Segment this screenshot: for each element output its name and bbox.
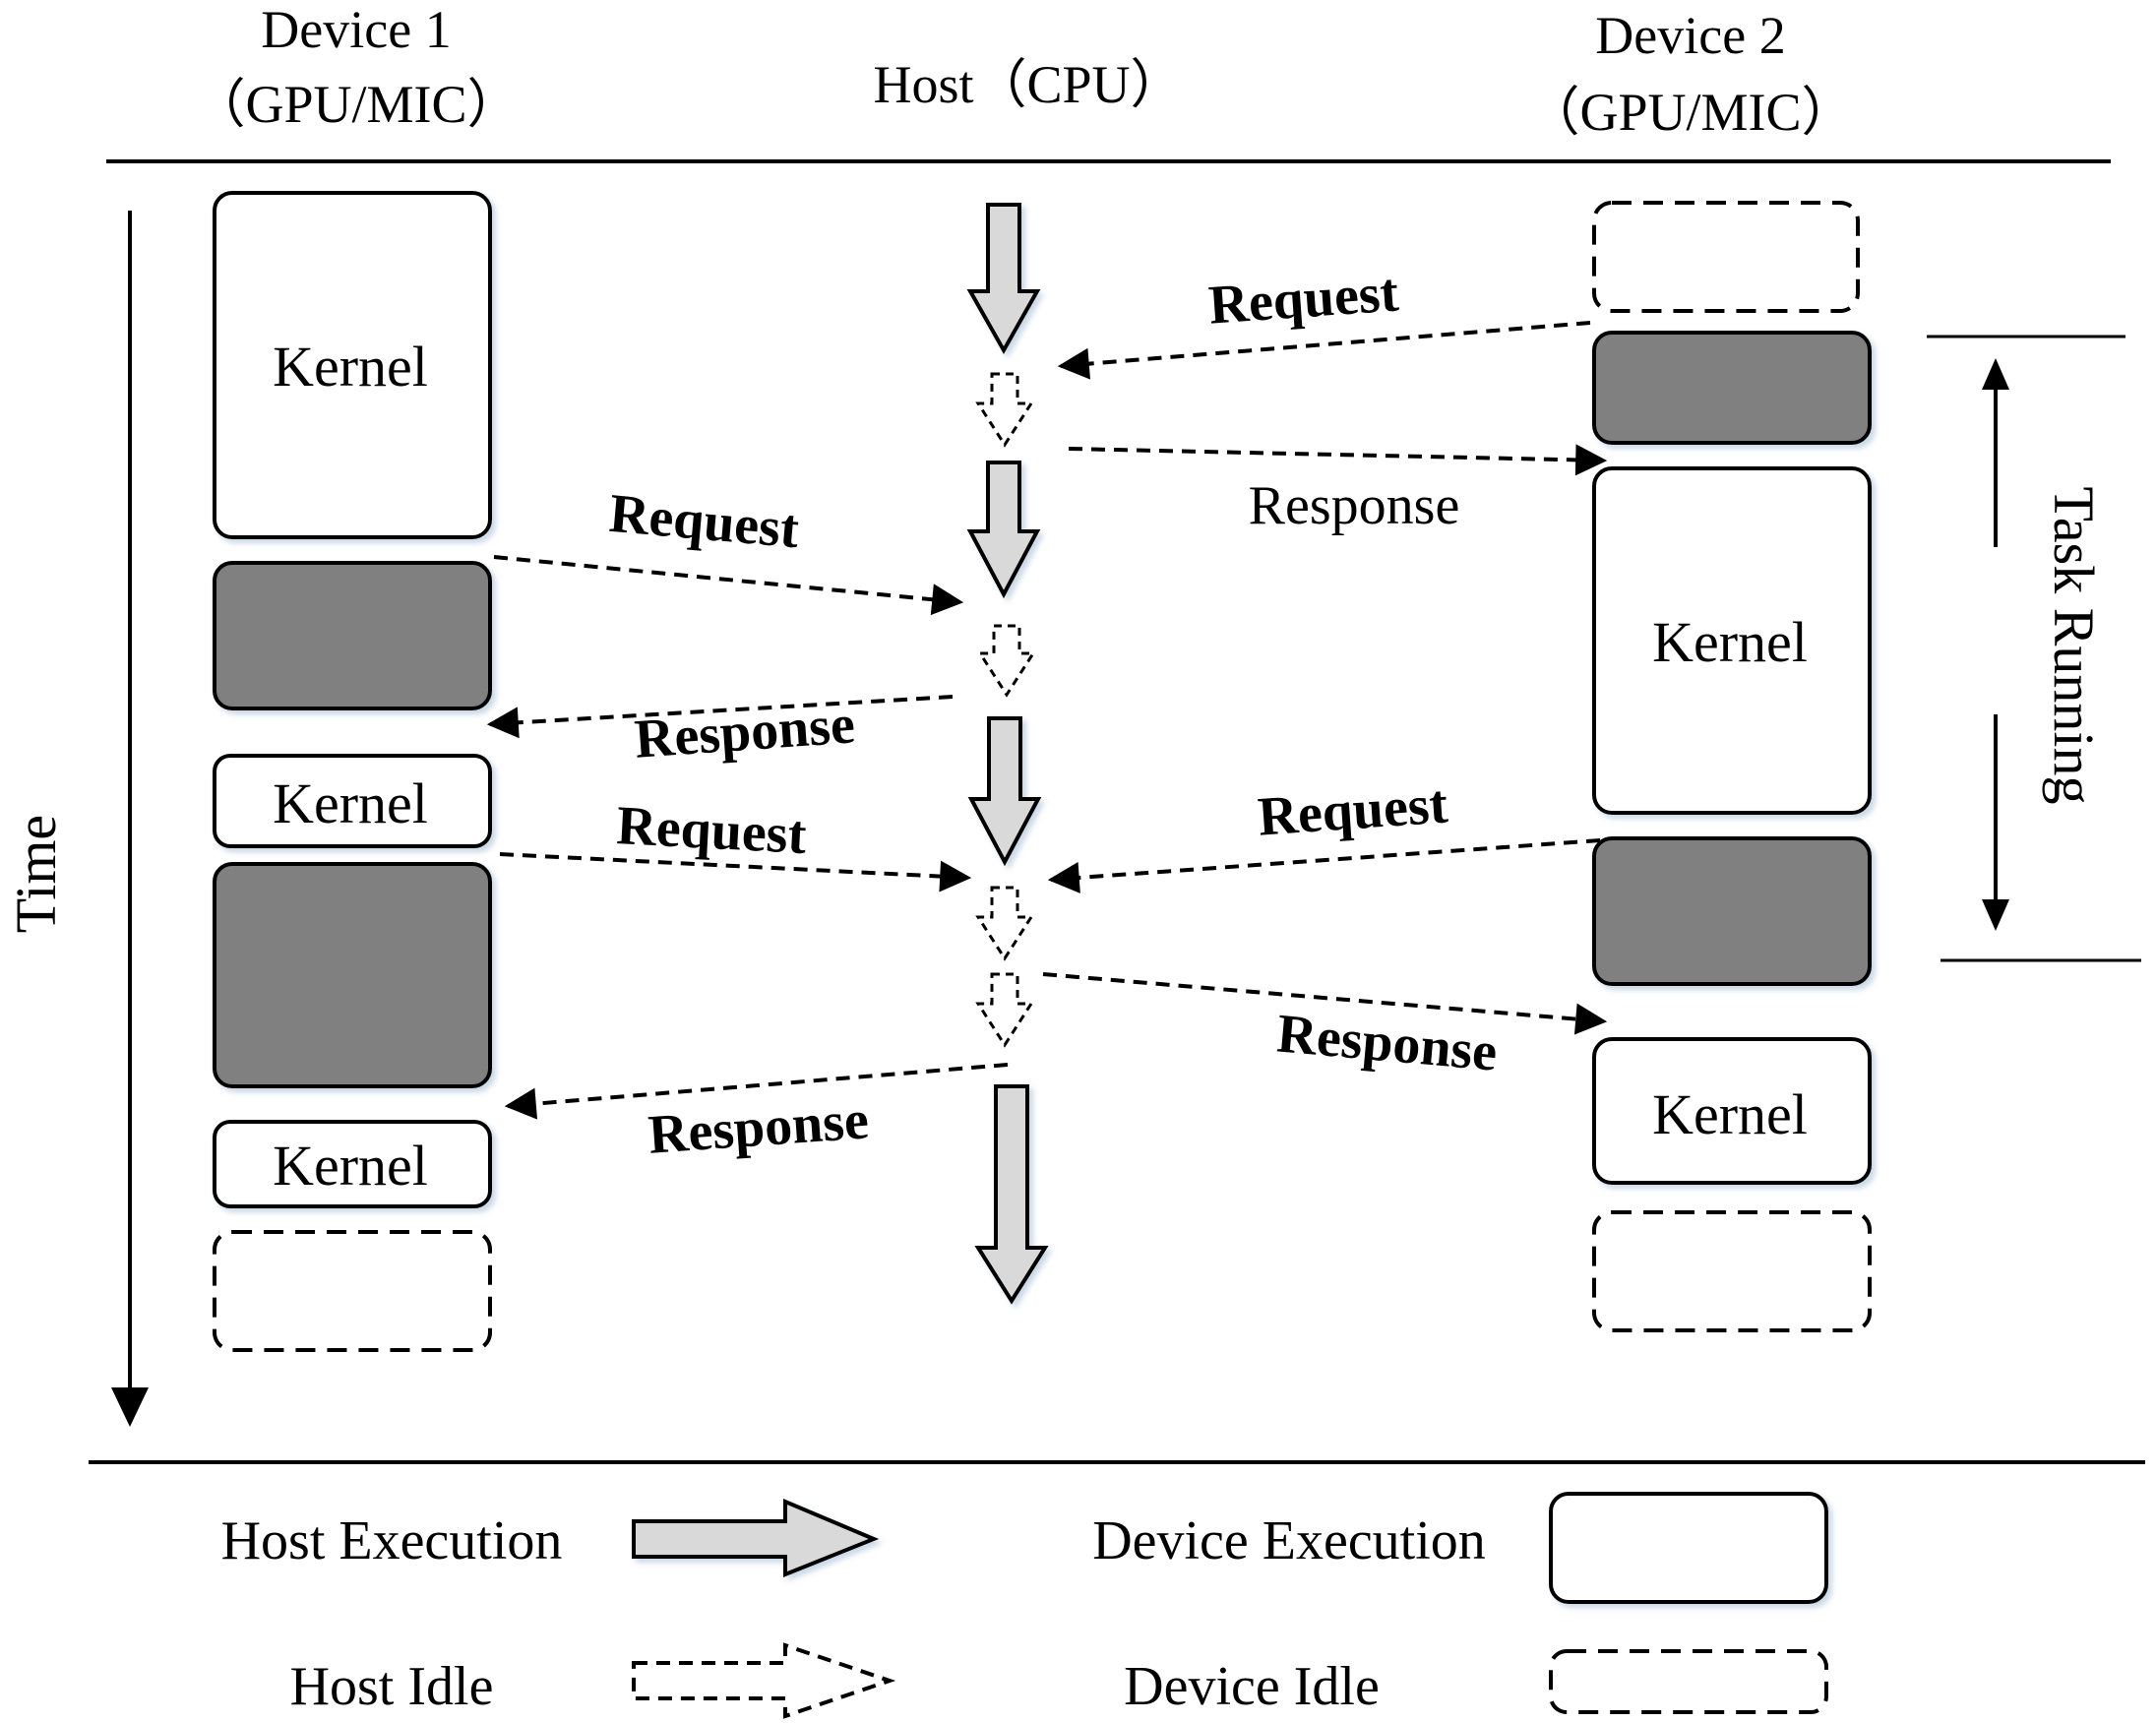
time-axis: Time <box>4 211 149 1427</box>
device1-column: Kernel Kernel Kernel <box>213 191 492 1352</box>
task-running-indicator: Task Running <box>1927 335 2141 962</box>
d2-response-1-arrow <box>1068 444 1608 476</box>
d1-request-2-arrow <box>499 852 972 892</box>
d2-response-2-arrow <box>1042 972 1608 1035</box>
legend-host-execution-arrow <box>632 1498 880 1577</box>
d1-request-1-label: Request <box>607 483 802 561</box>
host-execution-arrow-3 <box>967 716 1042 867</box>
d1-response-2-arrow <box>504 1063 1009 1120</box>
host-execution-arrow-1 <box>966 203 1041 355</box>
device1-wait-box-2 <box>213 862 492 1088</box>
d1-response-1-arrow <box>486 695 954 739</box>
d1-response-1-label: Response <box>633 694 857 769</box>
legend: Host Execution Device Execution Host Idl… <box>221 1492 1828 1719</box>
host-execution-arrow-4 <box>974 1084 1049 1305</box>
time-axis-arrowhead <box>111 1387 149 1427</box>
d2-request-1-label: Request <box>1206 262 1400 336</box>
d2-response-2-label: Response <box>1274 1003 1500 1082</box>
legend-host-idle-arrow <box>632 1642 896 1719</box>
device2-kernel-box-2 <box>1592 1037 1872 1185</box>
time-axis-label: Time <box>4 815 68 933</box>
legend-host-execution-label: Host Execution <box>221 1510 563 1571</box>
task-running-down-arrowhead <box>1982 899 2009 931</box>
host-column <box>966 203 1049 1305</box>
device1-subtitle: （GPU/MIC） <box>192 75 520 134</box>
d1-request-2-label: Request <box>615 795 808 866</box>
d2-request-1-arrow <box>1057 321 1591 380</box>
device1-kernel-box-1 <box>213 191 492 539</box>
host-idle-arrow-2 <box>977 624 1036 698</box>
host-idle-arrow-3 <box>975 886 1034 961</box>
device1-kernel-label-2: Kernel <box>273 771 428 835</box>
host-idle-arrow-1 <box>975 372 1034 448</box>
device2-kernel-label-2: Kernel <box>1652 1082 1808 1146</box>
host-execution-arrow-2 <box>966 461 1041 599</box>
device1-kernel-label-1: Kernel <box>273 335 428 399</box>
device1-wait-box-1 <box>213 561 492 710</box>
header: Device 1 （GPU/MIC） Host（CPU） Device 2 （G… <box>192 0 1854 142</box>
device1-kernel-label-3: Kernel <box>273 1134 428 1198</box>
device1-title: Device 1 <box>261 0 451 59</box>
legend-host-idle-label: Host Idle <box>290 1656 494 1717</box>
legend-device-idle-label: Device Idle <box>1124 1656 1380 1717</box>
host-title: Host（CPU） <box>873 55 1183 114</box>
host-idle-arrow-4 <box>975 972 1034 1048</box>
message-labels: Request Response Request Response Reques… <box>607 262 1500 1165</box>
d1-response-2-label: Response <box>647 1089 871 1165</box>
device2-title: Device 2 <box>1595 6 1785 65</box>
message-arrows <box>486 321 1608 1120</box>
task-running-up-arrowhead <box>1982 358 2009 390</box>
device2-wait-box-2 <box>1592 836 1872 986</box>
device2-kernel-label-1: Kernel <box>1652 610 1808 674</box>
device2-idle-box-1 <box>1592 201 1860 313</box>
legend-device-execution-box <box>1549 1492 1828 1604</box>
task-running-label: Task Running <box>2042 487 2106 805</box>
d2-response-1-label: Response <box>1249 475 1460 536</box>
d2-request-2-arrow <box>1047 838 1601 893</box>
device2-kernel-box-1 <box>1592 466 1872 815</box>
legend-device-idle-box <box>1549 1649 1828 1714</box>
d2-request-2-label: Request <box>1256 773 1449 847</box>
legend-device-execution-label: Device Execution <box>1092 1510 1486 1571</box>
device1-kernel-box-3 <box>213 1120 492 1208</box>
d1-request-1-arrow <box>493 555 964 616</box>
device2-subtitle: （GPU/MIC） <box>1526 83 1854 142</box>
device2-wait-box-1 <box>1592 331 1872 445</box>
device2-column: Kernel Kernel <box>1592 201 1872 1332</box>
device1-idle-box <box>213 1230 492 1352</box>
device2-idle-box-2 <box>1592 1210 1872 1332</box>
device1-kernel-box-2 <box>213 754 492 848</box>
